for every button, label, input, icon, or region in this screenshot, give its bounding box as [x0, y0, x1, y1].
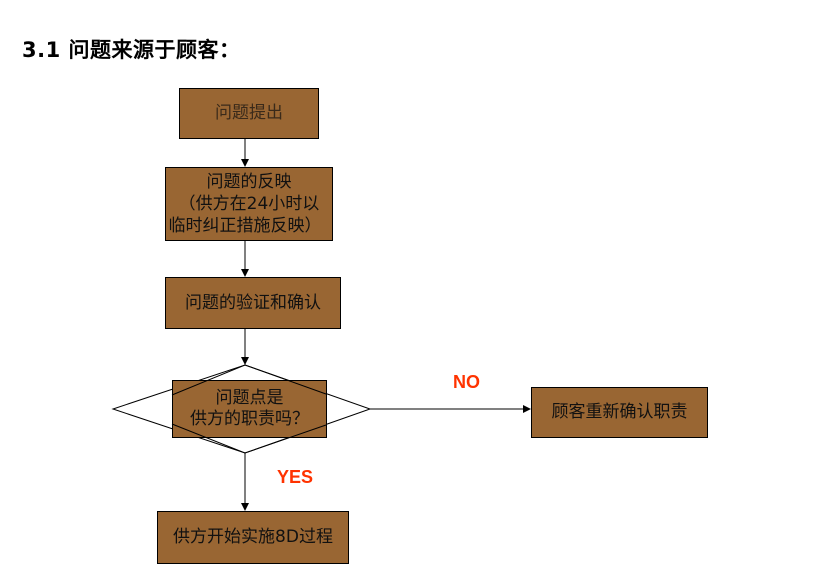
step-problem-raised: 问题提出	[179, 88, 319, 139]
step-verification: 问题的验证和确认	[165, 277, 341, 329]
reflection-line3: 临时纠正措施反映）	[168, 216, 322, 236]
decision-line2: 供方的职责吗？	[190, 409, 309, 429]
decision-box: 问题点是 供方的职责吗？	[172, 380, 327, 438]
reflection-line2: （供方在24小时以	[178, 194, 320, 214]
step-start-8d-label: 供方开始实施8D过程	[173, 527, 333, 547]
step-customer-reconfirm-label: 顾客重新确认职责	[551, 402, 688, 422]
step-problem-reflection: 问题的反映 （供方在24小时以 临时纠正措施反映）	[165, 167, 333, 241]
reflection-line1: 问题的反映	[206, 172, 292, 192]
step-problem-raised-label: 问题提出	[215, 103, 283, 123]
yes-label: YES	[277, 467, 314, 487]
step-start-8d: 供方开始实施8D过程	[157, 511, 349, 564]
page-title: 3.1 问题来源于顾客：	[22, 38, 241, 62]
step-verification-label: 问题的验证和确认	[185, 292, 321, 313]
decision-line1: 问题点是	[215, 388, 284, 408]
step-customer-reconfirm: 顾客重新确认职责	[531, 387, 708, 438]
no-label: NO	[453, 372, 480, 392]
